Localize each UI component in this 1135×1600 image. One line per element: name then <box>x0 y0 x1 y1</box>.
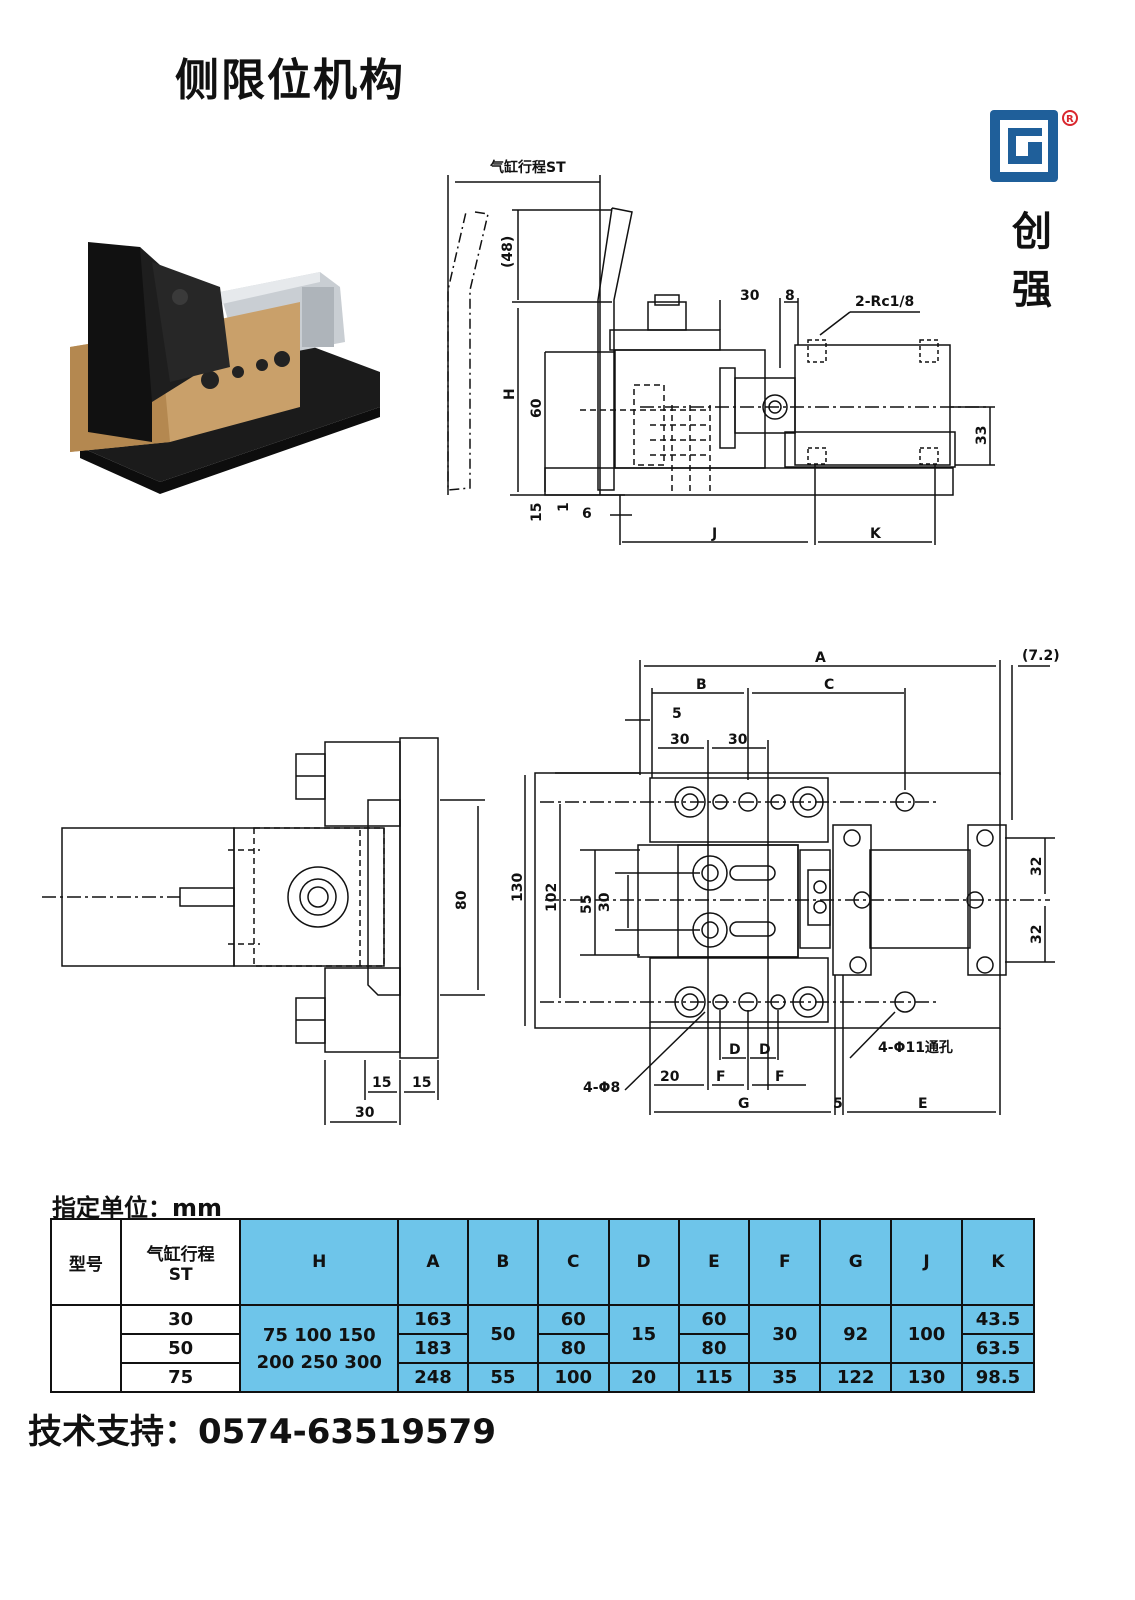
g-cell: 122 <box>819 1362 893 1393</box>
a-cell: 163 <box>397 1304 469 1335</box>
tech-support: 技术支持：0574-63519579 <box>28 1412 496 1452</box>
k-cell: 63.5 <box>960 1333 1036 1364</box>
label-D-1: D <box>729 1042 741 1058</box>
label-7-2: (7.2) <box>1022 648 1060 664</box>
a-cell: 183 <box>397 1333 469 1364</box>
h-cell: 75 100 150 200 250 300 <box>239 1304 400 1393</box>
header-D: D <box>607 1218 680 1306</box>
label-J: J <box>711 526 717 542</box>
header-stroke: 气缸行程 ST <box>119 1218 242 1306</box>
label-55: 55 <box>579 895 595 914</box>
header-B: B <box>466 1218 539 1306</box>
brand-logo: R <box>990 108 1090 192</box>
st-cell: 50 <box>119 1333 242 1364</box>
f-cell: 30 <box>748 1304 822 1364</box>
g-cell: 92 <box>819 1304 893 1364</box>
header-A: A <box>397 1218 469 1306</box>
table-header-row: 型号 气缸行程 ST H A B C D E F G J K <box>50 1218 1036 1306</box>
e-cell: 115 <box>677 1362 751 1393</box>
a-cell: 248 <box>397 1362 469 1393</box>
label-102: 102 <box>544 883 560 912</box>
b-cell: 55 <box>466 1362 539 1393</box>
label-130: 130 <box>510 873 526 902</box>
label-rc: 2-Rc1/8 <box>855 294 914 310</box>
header-J: J <box>890 1218 963 1306</box>
label-30-top: 30 <box>740 288 760 304</box>
table-row: 75 248 55 100 20 115 35 122 130 98.5 <box>51 1362 1036 1393</box>
table-row: 30 75 100 150 200 250 300 163 50 60 15 6… <box>50 1304 1036 1393</box>
header-model: 型号 <box>50 1218 122 1306</box>
label-60: 60 <box>529 398 545 418</box>
label-hole11: 4-Φ11通孔 <box>878 1040 953 1056</box>
header-E: E <box>677 1218 751 1306</box>
label-A: A <box>815 650 826 666</box>
technical-drawing: 气缸行程ST (48) 30 8 2-Rc1/8 H 60 33 15 1 6 … <box>42 159 1060 1125</box>
label-E: E <box>918 1096 928 1112</box>
label-80: 80 <box>454 890 470 910</box>
label-B: B <box>696 677 707 693</box>
label-30-c: 30 <box>597 892 613 912</box>
e-cell: 60 <box>677 1304 751 1335</box>
e-cell: 80 <box>677 1333 751 1364</box>
label-1: 1 <box>556 502 572 512</box>
d-cell: 20 <box>607 1362 680 1393</box>
b-cell: 50 <box>466 1304 539 1364</box>
label-15-side: 15 <box>529 503 545 522</box>
st-cell: 30 <box>119 1304 242 1335</box>
d-cell: 15 <box>607 1304 680 1364</box>
page-title: 侧限位机构 <box>175 55 405 106</box>
svg-text:R: R <box>1066 114 1074 125</box>
header-K: K <box>960 1218 1036 1306</box>
spec-table: 型号 气缸行程 ST H A B C D E F G J K 30 75 100… <box>50 1218 1036 1393</box>
j-cell: 100 <box>890 1304 963 1364</box>
header-F: F <box>748 1218 822 1306</box>
label-stroke: 气缸行程ST <box>489 159 566 176</box>
label-6: 6 <box>582 506 592 522</box>
k-cell: 43.5 <box>960 1304 1036 1335</box>
label-F-2: F <box>775 1069 785 1085</box>
header-G: G <box>819 1218 893 1306</box>
label-K: K <box>870 526 882 542</box>
brand-logo-icon: R <box>990 110 1078 182</box>
label-33: 33 <box>974 426 990 445</box>
label-30-b: 30 <box>728 732 748 748</box>
c-cell: 80 <box>536 1333 610 1364</box>
unit-label: 指定单位：mm <box>52 1194 223 1222</box>
c-cell: 60 <box>536 1304 610 1335</box>
st-cell: 75 <box>119 1362 242 1393</box>
table-row: 50 183 80 80 63.5 <box>51 1333 1036 1364</box>
header-H: H <box>239 1218 400 1306</box>
header-C: C <box>536 1218 610 1306</box>
label-G: G <box>738 1096 750 1112</box>
label-30-d: 30 <box>355 1105 375 1121</box>
label-C: C <box>824 677 834 693</box>
label-32-b: 32 <box>1029 925 1045 944</box>
label-D-2: D <box>759 1042 771 1058</box>
label-15-b: 15 <box>412 1075 431 1091</box>
f-cell: 35 <box>748 1362 822 1393</box>
label-H: H <box>502 388 518 400</box>
label-48: (48) <box>500 236 516 268</box>
label-phi8: 4-Φ8 <box>583 1080 620 1096</box>
label-F-1: F <box>716 1069 726 1085</box>
label-30-a: 30 <box>670 732 690 748</box>
k-cell: 98.5 <box>960 1362 1036 1393</box>
j-cell: 130 <box>890 1362 963 1393</box>
label-5-bottom: 5 <box>833 1096 843 1112</box>
model-cell <box>50 1304 122 1393</box>
label-20: 20 <box>660 1069 680 1085</box>
brand-char-1: 创 <box>1012 209 1052 255</box>
product-photo <box>70 232 390 502</box>
c-cell: 100 <box>536 1362 610 1393</box>
label-32-a: 32 <box>1029 857 1045 876</box>
label-8: 8 <box>785 288 795 304</box>
label-15-a: 15 <box>372 1075 391 1091</box>
brand-char-2: 强 <box>1012 267 1052 313</box>
label-5-top: 5 <box>672 706 682 722</box>
